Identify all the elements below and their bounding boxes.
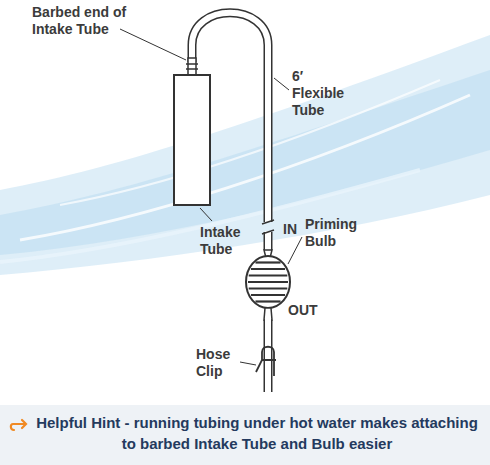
- bulb-ribs: [248, 263, 288, 302]
- barb-ridge: [186, 68, 198, 70]
- bulb-rib: [255, 300, 280, 302]
- water-streak: [60, 80, 440, 205]
- hint-caption: Helpful Hint - running tubing under hot …: [32, 412, 482, 454]
- leader-lines: [120, 29, 302, 365]
- hose-clip: [256, 347, 276, 376]
- tube-inner: [265, 231, 271, 251]
- port-label: IN: [283, 221, 297, 238]
- tube-outline: [264, 320, 273, 392]
- leader-line: [120, 29, 186, 60]
- break-mark: [262, 230, 274, 234]
- leader-line: [240, 362, 256, 365]
- water-band: [0, 70, 490, 255]
- port-label: OUT: [288, 302, 318, 319]
- tube-inner: [265, 319, 271, 392]
- water-band: [0, 35, 490, 275]
- intake-cylinder: [174, 75, 210, 205]
- barb-neck: [188, 58, 196, 75]
- hint-band: [0, 405, 490, 465]
- break-mark: [262, 220, 274, 224]
- bulb-rib: [249, 274, 288, 276]
- bulb-rib: [251, 268, 285, 270]
- part-label: Intake Tube: [200, 224, 252, 258]
- bulb-body: [246, 256, 290, 308]
- leader-line: [200, 208, 212, 221]
- bulb-rib: [251, 294, 285, 296]
- part-label: 6′ Flexible Tube: [292, 68, 356, 119]
- barb-ridge: [186, 63, 198, 65]
- clip-wire: [256, 347, 276, 376]
- priming-bulb: [246, 250, 290, 392]
- water-splash: [0, 35, 490, 275]
- part-label: Barbed end of Intake Tube: [32, 4, 150, 38]
- intake-tube: [174, 58, 210, 205]
- part-label: Hose Clip: [196, 346, 238, 380]
- part-label: Priming Bulb: [305, 216, 369, 250]
- bulb-rib: [255, 261, 280, 263]
- bulb-rib: [248, 281, 288, 283]
- bulb-rib: [249, 287, 288, 289]
- tube-outline: [264, 232, 273, 250]
- hint-icon: [11, 420, 26, 430]
- leader-line: [274, 78, 289, 90]
- leader-line: [288, 237, 302, 264]
- out-nozzle: [264, 308, 272, 320]
